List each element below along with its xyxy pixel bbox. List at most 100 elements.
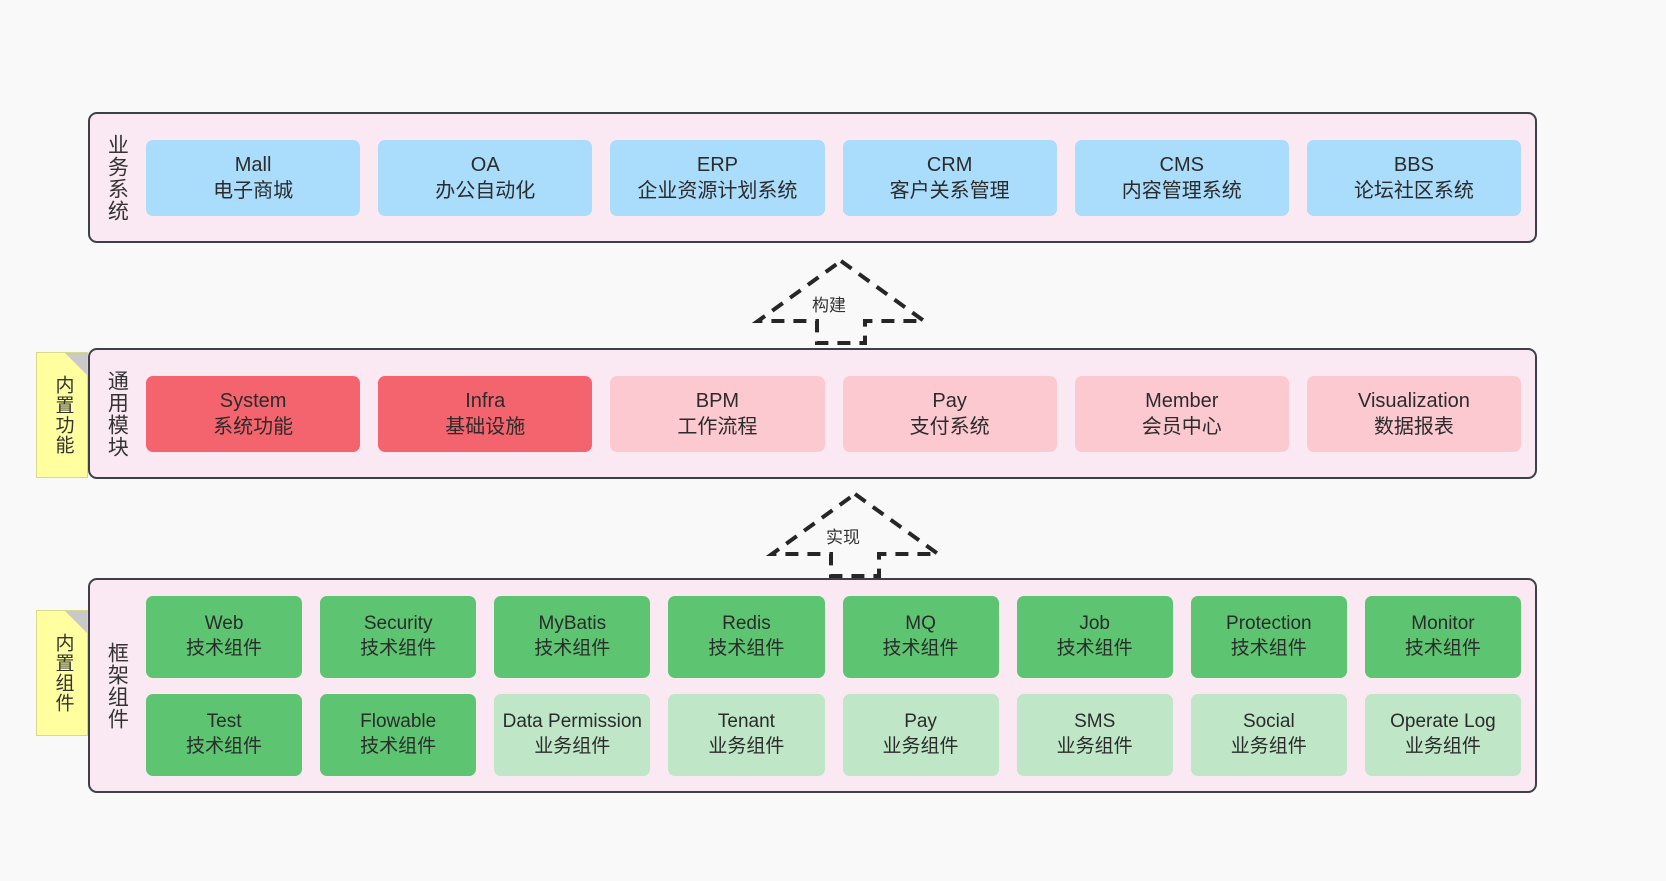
card-title: Operate Log	[1390, 710, 1496, 732]
card-title: System	[219, 389, 287, 412]
card-title: Tenant	[717, 710, 775, 732]
card-mybatis[interactable]: MyBatis 技术组件	[494, 595, 651, 678]
card-subtitle: 客户关系管理	[889, 179, 1010, 202]
card-tenant[interactable]: Tenant 业务组件	[668, 693, 825, 776]
card-redis[interactable]: Redis 技术组件	[668, 595, 825, 678]
layer-business-systems: 业务系统 Mall 电子商城 OA 办公自动化 ERP 企业资源计划系统 CRM…	[88, 112, 1537, 243]
card-subtitle: 支付系统	[909, 415, 990, 438]
card-title: CRM	[926, 153, 973, 176]
layer-title-business: 业务系统	[105, 133, 129, 222]
card-subtitle: 技术组件	[360, 637, 437, 659]
card-subtitle: 技术组件	[882, 637, 959, 659]
connector-build-arrow-icon	[752, 258, 930, 345]
card-subtitle: 电子商城	[213, 179, 294, 202]
card-title: Member	[1145, 389, 1219, 412]
card-infra[interactable]: Infra 基础设施	[378, 375, 593, 452]
connector-label-implement: 实现	[826, 528, 860, 547]
layer-body-framework: Web 技术组件 Security 技术组件 MyBatis 技术组件 Redi…	[142, 580, 1535, 791]
card-cms[interactable]: CMS 内容管理系统	[1074, 139, 1289, 216]
card-crm[interactable]: CRM 客户关系管理	[842, 139, 1057, 216]
card-subtitle: 内容管理系统	[1121, 179, 1242, 202]
card-subtitle: 技术组件	[1230, 637, 1307, 659]
card-web[interactable]: Web 技术组件	[146, 595, 303, 678]
card-title: Redis	[722, 612, 771, 634]
card-subtitle: 业务组件	[708, 735, 785, 757]
card-data-permission[interactable]: Data Permission 业务组件	[494, 693, 651, 776]
card-subtitle: 技术组件	[186, 735, 263, 757]
card-title: Pay	[904, 710, 937, 732]
card-bpm[interactable]: BPM 工作流程	[610, 375, 825, 452]
card-security[interactable]: Security 技术组件	[320, 595, 477, 678]
card-visualization[interactable]: Visualization 数据报表	[1306, 375, 1522, 452]
sticky-note-built-in-components: 内置组件	[36, 610, 88, 736]
card-job[interactable]: Job 技术组件	[1016, 595, 1173, 678]
card-title: Mall	[234, 153, 272, 176]
card-title: Social	[1242, 710, 1295, 732]
card-title: Visualization	[1357, 389, 1470, 412]
card-subtitle: 业务组件	[1056, 735, 1133, 757]
card-erp[interactable]: ERP 企业资源计划系统	[610, 139, 825, 216]
card-pay[interactable]: Pay 支付系统	[842, 375, 1057, 452]
card-subtitle: 业务组件	[534, 735, 611, 757]
card-title: BPM	[695, 389, 740, 412]
card-mall[interactable]: Mall 电子商城	[146, 139, 361, 216]
card-subtitle: 办公自动化	[435, 179, 536, 202]
card-operate-log[interactable]: Operate Log 业务组件	[1364, 693, 1521, 776]
card-pay-business[interactable]: Pay 业务组件	[842, 693, 999, 776]
card-subtitle: 论坛社区系统	[1353, 179, 1474, 202]
card-mq[interactable]: MQ 技术组件	[842, 595, 999, 678]
card-title: MQ	[905, 612, 936, 634]
card-subtitle: 技术组件	[186, 637, 263, 659]
card-subtitle: 会员中心	[1141, 415, 1222, 438]
card-system[interactable]: System 系统功能	[146, 375, 361, 452]
card-title: Job	[1079, 612, 1110, 634]
layer-body-business: Mall 电子商城 OA 办公自动化 ERP 企业资源计划系统 CRM 客户关系…	[142, 114, 1535, 241]
card-row: System 系统功能 Infra 基础设施 BPM 工作流程 Pay 支付系统…	[146, 375, 1522, 452]
card-title: OA	[470, 153, 500, 176]
card-title: MyBatis	[538, 612, 607, 634]
card-title: ERP	[696, 153, 738, 176]
card-bbs[interactable]: BBS 论坛社区系统	[1306, 139, 1522, 216]
card-test[interactable]: Test 技术组件	[146, 693, 303, 776]
card-subtitle: 企业资源计划系统	[637, 179, 798, 202]
card-title: Web	[204, 612, 244, 634]
card-subtitle: 技术组件	[360, 735, 437, 757]
card-row: Mall 电子商城 OA 办公自动化 ERP 企业资源计划系统 CRM 客户关系…	[146, 139, 1522, 216]
card-monitor[interactable]: Monitor 技术组件	[1364, 595, 1521, 678]
card-flowable[interactable]: Flowable 技术组件	[320, 693, 477, 776]
card-oa[interactable]: OA 办公自动化	[378, 139, 593, 216]
card-title: Data Permission	[502, 710, 642, 732]
sticky-note-built-in-features: 内置功能	[36, 352, 88, 478]
card-subtitle: 数据报表	[1373, 415, 1454, 438]
card-title: Flowable	[360, 710, 437, 732]
card-subtitle: 系统功能	[213, 415, 294, 438]
card-social[interactable]: Social 业务组件	[1190, 693, 1347, 776]
card-row: Test 技术组件 Flowable 技术组件 Data Permission …	[146, 693, 1521, 776]
card-title: SMS	[1074, 710, 1116, 732]
card-subtitle: 业务组件	[1230, 735, 1307, 757]
layer-title-common: 通用模块	[105, 369, 129, 458]
card-protection[interactable]: Protection 技术组件	[1190, 595, 1347, 678]
card-sms[interactable]: SMS 业务组件	[1016, 693, 1173, 776]
card-title: Protection	[1226, 612, 1312, 634]
layer-body-common: System 系统功能 Infra 基础设施 BPM 工作流程 Pay 支付系统…	[142, 350, 1535, 477]
layer-title-framework: 框架组件	[105, 641, 129, 730]
card-title: Test	[206, 710, 242, 732]
card-subtitle: 技术组件	[708, 637, 785, 659]
card-subtitle: 基础设施	[445, 415, 526, 438]
card-subtitle: 工作流程	[677, 415, 758, 438]
card-row: Web 技术组件 Security 技术组件 MyBatis 技术组件 Redi…	[146, 595, 1521, 678]
card-subtitle: 技术组件	[534, 637, 611, 659]
card-title: Infra	[465, 389, 506, 412]
card-title: Pay	[932, 389, 967, 412]
connector-label-build: 构建	[812, 296, 846, 315]
card-subtitle: 业务组件	[1404, 735, 1481, 757]
card-title: CMS	[1159, 153, 1204, 176]
card-member[interactable]: Member 会员中心	[1074, 375, 1289, 452]
card-title: Monitor	[1411, 612, 1475, 634]
card-subtitle: 技术组件	[1404, 637, 1481, 659]
connector-implement-arrow-icon	[766, 491, 944, 578]
layer-common-modules: 通用模块 System 系统功能 Infra 基础设施 BPM 工作流程 Pay…	[88, 348, 1537, 479]
card-title: Security	[363, 612, 433, 634]
